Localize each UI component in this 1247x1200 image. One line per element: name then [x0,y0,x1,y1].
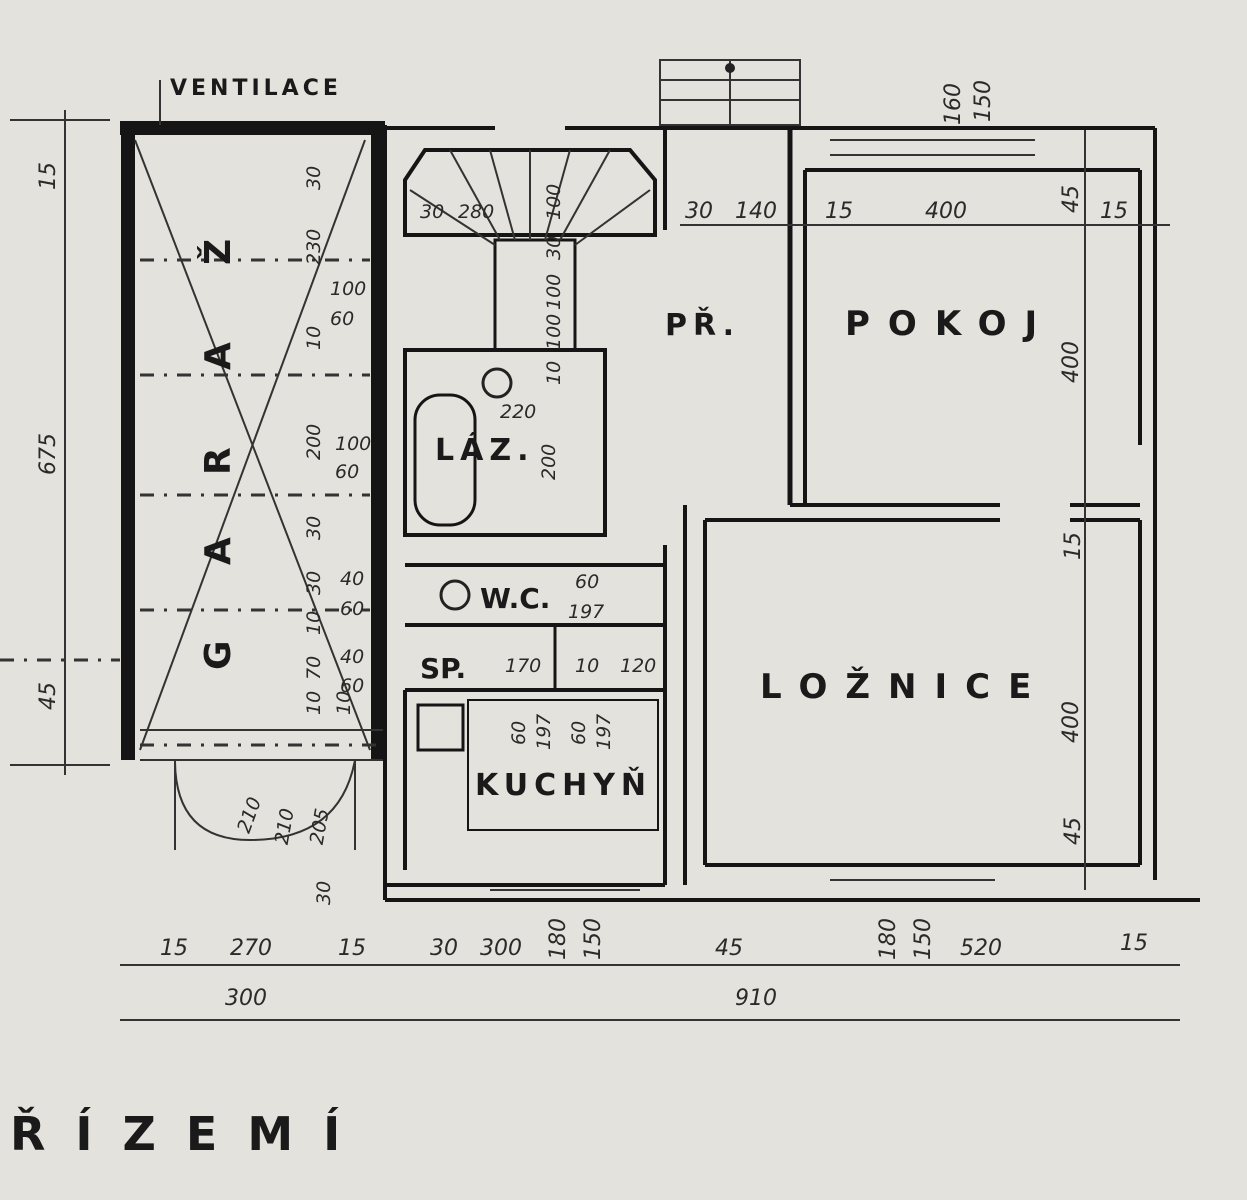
svg-text:230: 230 [303,229,325,265]
svg-text:150: 150 [911,918,936,960]
room-label-kuchyn: KUCHYŇ [475,767,652,803]
svg-text:150: 150 [581,918,606,960]
garage [120,121,385,850]
svg-text:30: 30 [430,936,458,961]
garage-letter-2: A [198,342,239,370]
svg-text:10: 10 [303,326,325,350]
svg-text:675: 675 [36,433,61,475]
svg-text:60: 60 [568,721,590,745]
svg-text:300: 300 [480,936,522,961]
svg-text:45: 45 [1059,185,1084,213]
floor-title: ŘÍZEMÍ [10,1107,370,1161]
svg-text:180: 180 [546,918,571,960]
room-label-sp: SP. [420,652,466,685]
garage-letter-3: R [198,447,239,475]
svg-text:220: 220 [500,401,536,423]
svg-text:60: 60 [340,598,364,620]
svg-text:30: 30 [420,201,444,223]
ventilace-label: VENTILACE [170,76,342,101]
svg-text:40: 40 [340,646,364,668]
room-label-laz: LÁZ. [435,432,534,468]
svg-text:15: 15 [1100,199,1128,224]
svg-text:100: 100 [543,314,565,350]
svg-text:270: 270 [230,936,272,961]
room-dimensions: 60 197 170 10 120 60 197 60 197 [505,571,656,750]
left-dimensions: 15 675 45 [0,110,120,775]
svg-text:200: 200 [538,444,560,480]
svg-text:60: 60 [508,721,530,745]
svg-text:280: 280 [458,201,494,223]
svg-text:10: 10 [303,611,325,635]
svg-text:60: 60 [575,571,599,593]
room-label-pr: PŘ. [665,307,740,343]
svg-text:197: 197 [533,714,555,750]
svg-text:15: 15 [1061,532,1086,560]
svg-text:170: 170 [505,655,541,677]
svg-text:10: 10 [303,691,325,715]
svg-text:15: 15 [36,162,61,190]
room-label-loznice: LOŽNICE [760,666,1049,707]
svg-text:100: 100 [543,274,565,310]
svg-text:100: 100 [335,433,371,455]
svg-text:200: 200 [303,424,325,460]
garage-letter-5: G [198,640,239,670]
svg-text:140: 140 [735,199,777,224]
svg-text:60: 60 [335,461,359,483]
svg-text:45: 45 [36,682,61,710]
svg-text:30: 30 [543,236,565,260]
svg-text:30: 30 [685,199,713,224]
svg-text:197: 197 [568,601,604,623]
svg-text:45: 45 [715,936,743,961]
svg-text:15: 15 [338,936,366,961]
svg-text:30: 30 [303,166,325,190]
svg-text:180: 180 [876,918,901,960]
svg-text:15: 15 [825,199,853,224]
svg-text:30: 30 [303,516,325,540]
svg-text:10: 10 [543,361,565,385]
bottom-dimensions: 15 270 15 30 300 180 150 45 180 150 520 … [120,918,1180,1021]
svg-text:300: 300 [225,986,267,1011]
svg-text:45: 45 [1061,817,1086,845]
svg-text:100: 100 [330,278,366,300]
svg-text:197: 197 [593,714,615,750]
garage-letter-1: Ž [197,239,239,265]
svg-text:120: 120 [620,655,656,677]
top-dimensions: 160 150 30 140 15 400 45 15 [685,80,1128,224]
svg-text:15: 15 [1120,931,1148,956]
svg-text:10: 10 [333,691,355,715]
svg-text:100: 100 [543,184,565,220]
svg-text:60: 60 [340,675,364,697]
svg-text:400: 400 [925,199,967,224]
svg-text:10: 10 [575,655,599,677]
right-dimensions: 400 15 400 45 [1059,341,1086,845]
room-label-pokoj: POKOJ [845,304,1055,344]
svg-text:30: 30 [313,881,335,905]
svg-text:40: 40 [340,568,364,590]
room-label-wc: W.C. [480,582,550,615]
svg-text:70: 70 [303,656,325,680]
svg-text:400: 400 [1059,701,1084,743]
house-walls [383,59,1200,902]
svg-text:15: 15 [160,936,188,961]
garage-letter-4: A [198,537,239,565]
stair-dimensions: 30 280 100 30 100 100 10 220 200 [420,184,565,480]
svg-text:60: 60 [330,308,354,330]
garage-inner-dimensions: 30 230 100 60 10 200 100 60 30 40 30 60 … [303,166,371,715]
svg-text:160: 160 [941,83,966,125]
svg-text:150: 150 [971,80,996,122]
svg-text:520: 520 [960,936,1002,961]
svg-text:910: 910 [735,986,777,1011]
svg-text:400: 400 [1059,341,1084,383]
svg-text:30: 30 [303,571,325,595]
